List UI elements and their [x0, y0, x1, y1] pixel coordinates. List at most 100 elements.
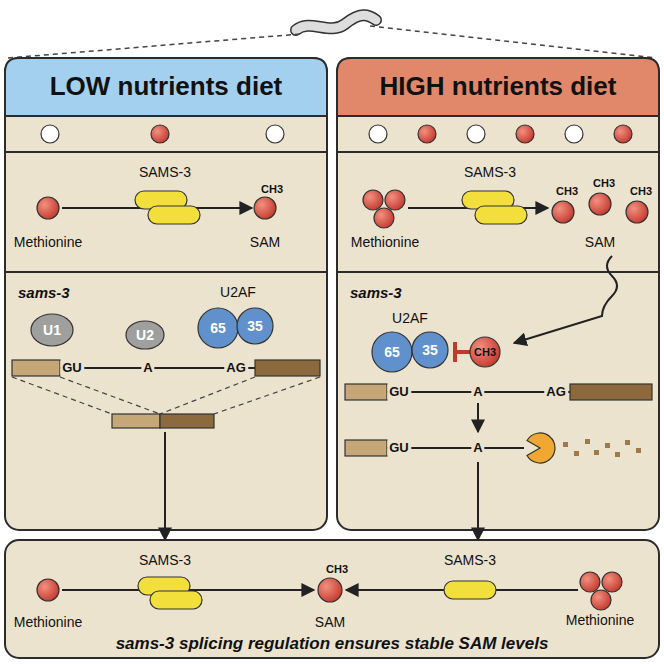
- nutrient-dots: [266, 125, 284, 143]
- label-text: Methionine: [14, 614, 83, 630]
- nutrient-dots: [418, 125, 436, 143]
- diet-panel: HIGH nutrients dietSAMS-3CH3CH3CH3Methio…: [337, 58, 659, 530]
- label-text: SAM: [250, 234, 280, 250]
- splicing: [345, 440, 387, 456]
- splicing: [12, 337, 652, 530]
- splicing: [563, 439, 641, 457]
- label-text: AG: [224, 361, 248, 376]
- nutrient-dots: [467, 125, 485, 143]
- label-text: 35: [422, 342, 438, 358]
- metabolism: [475, 206, 527, 224]
- balance: [318, 578, 342, 602]
- splicing: [477, 403, 479, 432]
- flow-arrow: [164, 530, 166, 540]
- balance: [591, 590, 611, 610]
- label-text: CH3: [326, 563, 348, 576]
- worm: [8, 15, 656, 58]
- panel: [337, 58, 659, 530]
- metabolism: [363, 190, 383, 210]
- label-text: AG: [544, 385, 568, 400]
- label-text: U2AF: [220, 284, 256, 300]
- label-text: GU: [387, 441, 411, 456]
- nutrient-dots: [369, 125, 387, 143]
- label-text: Methionine: [14, 234, 83, 250]
- label-text: SAMS-3: [139, 552, 191, 568]
- worm: [296, 15, 376, 30]
- label-text: CH3: [474, 346, 496, 359]
- label-text: CH3: [261, 183, 283, 196]
- splicing: [605, 443, 610, 448]
- metabolism: [374, 208, 394, 228]
- balance: [580, 572, 600, 592]
- panel: [337, 58, 659, 116]
- shape-outline: [126, 321, 164, 349]
- metabolism-section: SAMS-3CH3CH3CH3MethionineSAM: [337, 152, 659, 272]
- metabolism: [37, 190, 648, 343]
- label-text: A: [141, 361, 154, 376]
- label-text: CH3: [556, 185, 578, 198]
- splicing: [12, 360, 60, 376]
- splicing: [470, 337, 500, 367]
- shape-outline: [412, 332, 448, 368]
- panel: [5, 58, 327, 116]
- shape-outline: [237, 308, 273, 344]
- label-text: Methionine: [351, 234, 420, 250]
- label-text: GU: [60, 361, 84, 376]
- nutrient-dots: [41, 125, 59, 143]
- balance: [37, 572, 622, 610]
- snrnp-oval: U1: [30, 313, 74, 347]
- diet-panel: LOW nutrients dietSAMS-3CH3Methionine SAM…: [5, 58, 327, 530]
- panel-heading: LOW nutrients diet: [50, 72, 283, 102]
- metabolism: [254, 197, 276, 219]
- metabolism: [589, 193, 611, 215]
- panel: [337, 152, 659, 272]
- label-text: SAMS-3: [444, 552, 496, 568]
- nutrient-dots: [151, 125, 169, 143]
- splicing: [160, 414, 214, 428]
- metabolism: [385, 190, 405, 210]
- splicing: [570, 384, 652, 400]
- splicing: [594, 450, 599, 455]
- balance: [602, 572, 622, 592]
- label-text: SAM: [315, 614, 345, 630]
- shape-outline: [31, 314, 73, 346]
- balance: [37, 579, 59, 601]
- splicing: [527, 433, 555, 463]
- splicing: [164, 432, 166, 530]
- label-text: SAM: [585, 234, 615, 250]
- splicing: [574, 451, 579, 456]
- balance: [150, 591, 202, 609]
- worm: [296, 15, 376, 30]
- metabolism: [514, 256, 617, 343]
- summary-panel: Methionine SAMS-3CH3SAM SAMS-3Methionine sa…: [5, 540, 659, 658]
- panel: [5, 58, 327, 530]
- balance: [444, 581, 496, 599]
- nutrient-dots: [565, 125, 583, 143]
- label-text: Methionine: [566, 612, 635, 628]
- splicing: [477, 462, 479, 530]
- metabolism: [626, 201, 648, 223]
- label-text: CH3: [593, 177, 615, 190]
- u2af-subunit: 65: [371, 331, 413, 373]
- label-text: sams-3: [18, 284, 70, 301]
- u2af-subunit: 35: [236, 307, 274, 345]
- u2af-subunit: 65: [197, 307, 239, 349]
- label-text: U1: [43, 322, 61, 338]
- caption-text: sams-3 splicing regulation ensures stabl…: [116, 634, 549, 654]
- splicing: [345, 384, 387, 400]
- nutrient-dots: [614, 125, 632, 143]
- panel: [5, 152, 327, 272]
- nutrient-dots: [41, 125, 632, 143]
- label-text: U2AF: [392, 310, 428, 326]
- splicing-section: sams-3U2AFCH3GUAAGGUA6535: [337, 272, 659, 530]
- label-text: 35: [247, 318, 263, 334]
- label-text: 65: [210, 320, 226, 336]
- metabolism: [552, 201, 574, 223]
- label-text: SAMS-3: [139, 164, 191, 180]
- label-text: sams-3: [350, 284, 402, 301]
- splicing: [453, 342, 457, 362]
- label-text: U2: [136, 327, 154, 343]
- worm: [8, 26, 656, 58]
- splicing: [585, 439, 590, 444]
- label-text: CH3: [630, 185, 652, 198]
